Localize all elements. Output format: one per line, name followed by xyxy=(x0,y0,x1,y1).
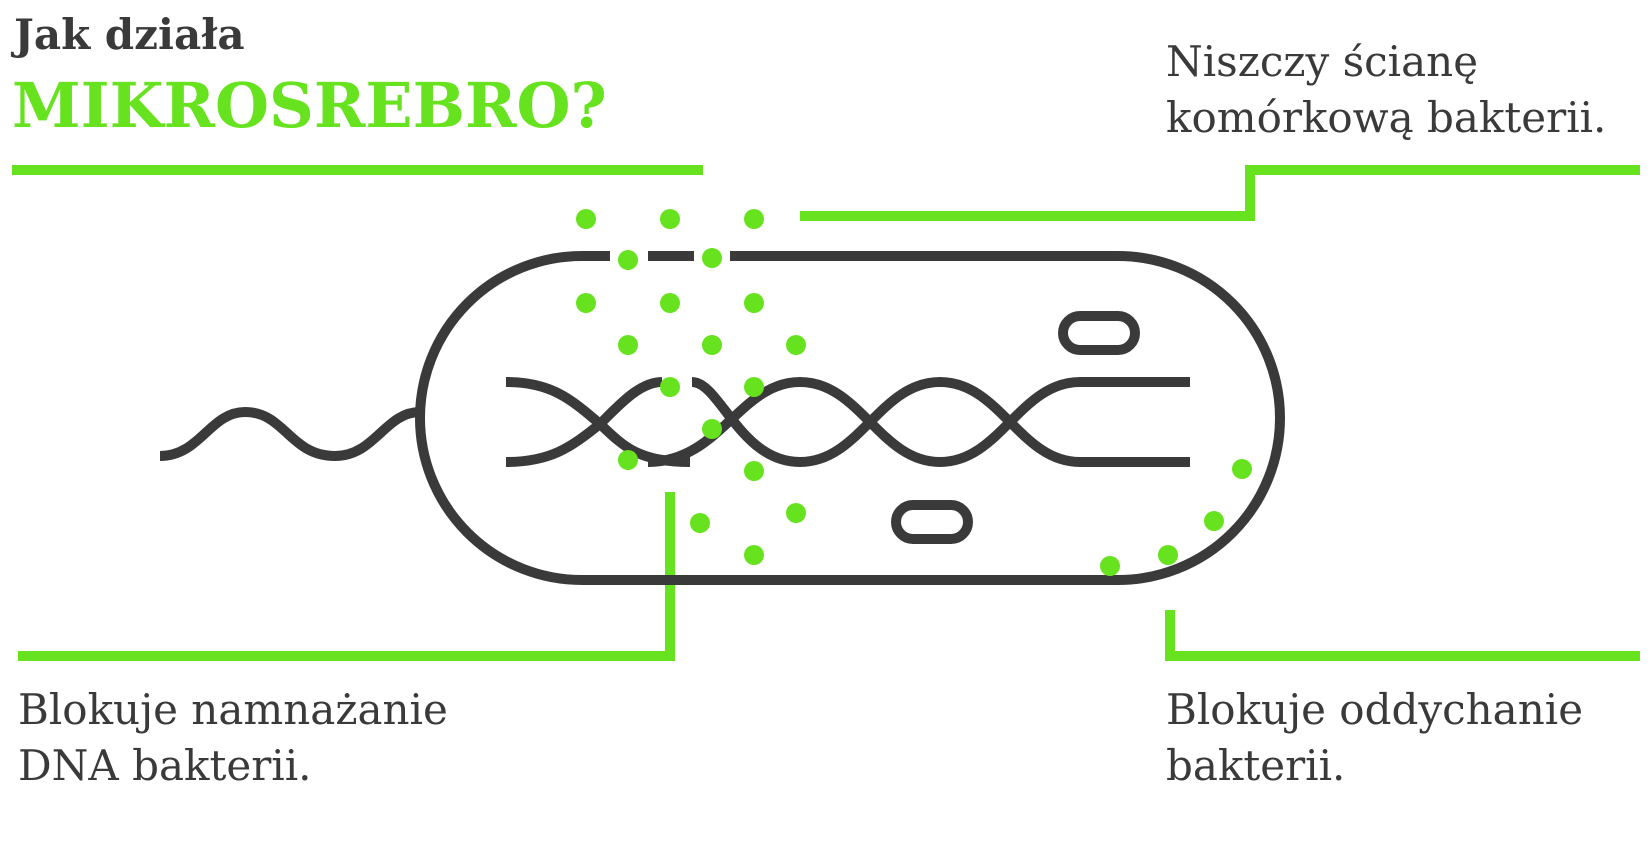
title-line-1: Jak działa xyxy=(14,10,245,59)
silver-particle xyxy=(744,209,764,229)
flagellum xyxy=(159,406,421,462)
callout-line-respiration xyxy=(1165,610,1640,661)
silver-particle xyxy=(660,293,680,313)
silver-particle xyxy=(660,377,680,397)
silver-particle xyxy=(618,335,638,355)
silver-particle xyxy=(576,293,596,313)
bacterium-body xyxy=(159,251,1285,585)
silver-particle xyxy=(744,545,764,565)
caption-respiration: Blokuje oddychanie bakterii. xyxy=(1166,682,1583,794)
silver-particle xyxy=(618,450,638,470)
cell-wall xyxy=(415,251,1285,585)
caption-cell-wall-line-1: Niszczy ścianę xyxy=(1166,37,1479,86)
silver-particle xyxy=(1158,545,1178,565)
silver-particle xyxy=(744,293,764,313)
silver-particle xyxy=(702,335,722,355)
silver-particle xyxy=(1232,459,1252,479)
callout-line-cell-wall xyxy=(800,165,1640,221)
silver-particle xyxy=(1204,511,1224,531)
organelles xyxy=(891,311,1140,544)
caption-cell-wall-line-2: komórkową bakterii. xyxy=(1166,93,1607,142)
silver-particle xyxy=(576,209,596,229)
silver-particle xyxy=(744,377,764,397)
silver-particle xyxy=(786,503,806,523)
silver-particle xyxy=(702,248,722,268)
silver-particle xyxy=(744,461,764,481)
caption-dna: Blokuje namnażanie DNA bakterii. xyxy=(18,682,448,794)
silver-particle xyxy=(702,419,722,439)
organelle-bottom xyxy=(891,500,973,544)
dna-strand-b-right xyxy=(691,376,1190,468)
callout-line-dna xyxy=(18,492,675,661)
caption-cell-wall: Niszczy ścianę komórkową bakterii. xyxy=(1166,34,1606,146)
silver-particles xyxy=(576,209,1252,576)
silver-particle xyxy=(690,513,710,533)
caption-dna-line-2: DNA bakterii. xyxy=(18,741,312,790)
title-line-2: MIKROSREBRO? xyxy=(12,69,607,142)
callout-lines xyxy=(12,165,1640,661)
caption-respiration-line-2: bakterii. xyxy=(1166,741,1346,790)
silver-particle xyxy=(618,250,638,270)
silver-particle xyxy=(1100,556,1120,576)
silver-particle xyxy=(660,209,680,229)
caption-dna-line-1: Blokuje namnażanie xyxy=(18,685,448,734)
dna-helix xyxy=(505,376,1190,468)
dna-strand-b xyxy=(505,377,663,467)
organelle-top xyxy=(1058,311,1140,355)
caption-respiration-line-1: Blokuje oddychanie xyxy=(1166,685,1584,734)
silver-particle xyxy=(786,335,806,355)
dna-strand-a-right xyxy=(647,376,1190,468)
